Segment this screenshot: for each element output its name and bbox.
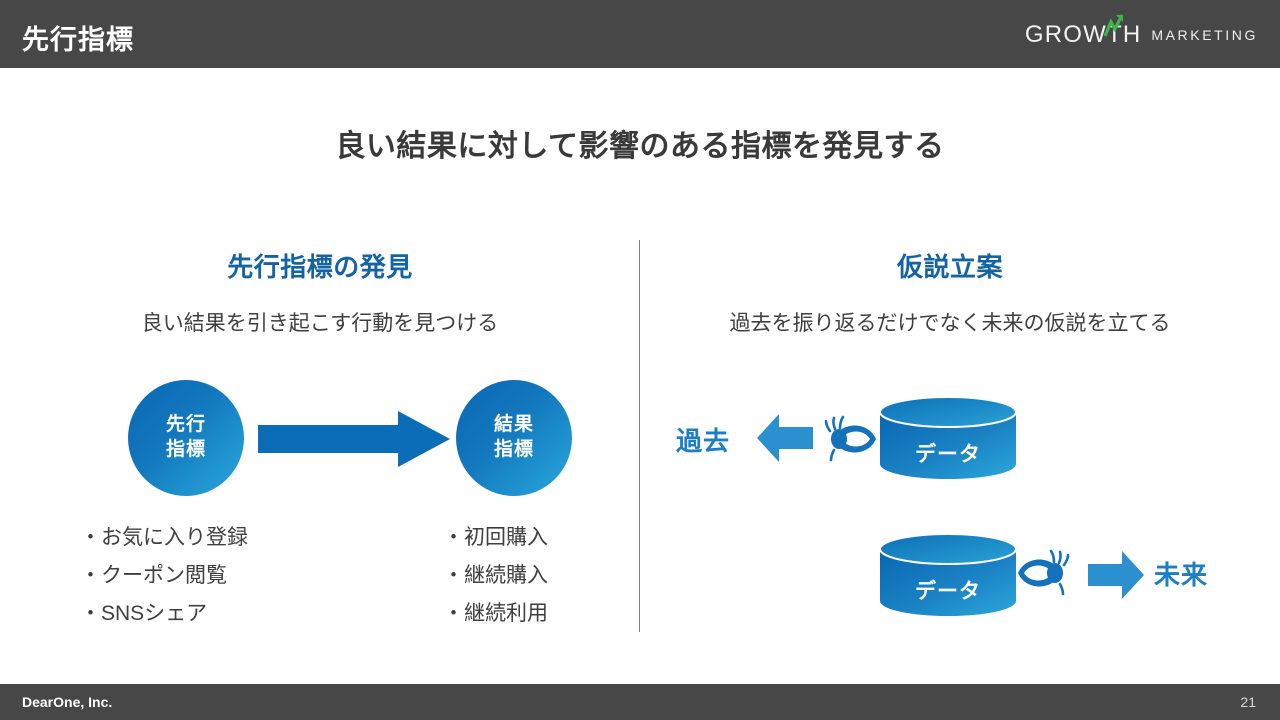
result-indicator-circle: 結果 指標: [456, 380, 572, 496]
future-label: 未来: [1154, 560, 1209, 590]
right-column-heading: 仮説立案: [896, 252, 1003, 282]
past-label: 過去: [676, 426, 731, 456]
list-item: ・お気に入り登録: [80, 526, 248, 549]
right-arrow-icon-future: [1088, 551, 1144, 599]
eye-looking-right-icon: [1016, 548, 1070, 598]
leading-indicator-circle: 先行 指標: [128, 380, 244, 496]
green-growth-arrow-icon: [1101, 13, 1127, 39]
logo-marketing-text: MARKETING: [1151, 27, 1258, 43]
left-column-subtitle: 良い結果を引き起こす行動を見つける: [141, 312, 499, 335]
logo-growth-text: GROWTH: [1024, 21, 1142, 48]
data-cylinder-past: データ: [878, 396, 1018, 480]
result-indicator-line1: 結果: [493, 414, 534, 436]
list-item: ・継続利用: [443, 602, 548, 625]
right-arrow-icon: [258, 409, 450, 469]
footer-brand: DearOne, Inc.: [22, 694, 113, 710]
list-item: ・継続購入: [443, 564, 548, 587]
result-indicator-line2: 指標: [493, 439, 534, 460]
growth-marketing-logo: GROWTH MARKETING: [1024, 14, 1258, 48]
data-cylinder-future: データ: [878, 533, 1018, 617]
left-column-heading: 先行指標の発見: [227, 252, 413, 282]
footer-bar: [0, 684, 1280, 720]
page-title: 先行指標: [22, 25, 134, 55]
slide-headline: 良い結果に対して影響のある指標を発見する: [335, 130, 945, 163]
column-divider: [639, 240, 640, 632]
right-column-subtitle: 過去を振り返るだけでなく未来の仮説を立てる: [729, 312, 1171, 335]
page-number: 21: [1240, 694, 1256, 710]
leading-indicator-line1: 先行: [165, 414, 206, 436]
list-item: ・クーポン閲覧: [80, 564, 227, 587]
leading-indicator-examples: ・お気に入り登録 ・クーポン閲覧 ・SNSシェア: [80, 519, 248, 633]
left-arrow-icon: [757, 414, 813, 462]
result-indicator-examples: ・初回購入 ・継続購入 ・継続利用: [443, 519, 548, 633]
header-bar: [0, 0, 1280, 68]
list-item: ・初回購入: [443, 526, 548, 549]
eye-looking-left-icon: [824, 414, 878, 464]
list-item: ・SNSシェア: [80, 602, 208, 625]
leading-indicator-line2: 指標: [165, 439, 206, 460]
